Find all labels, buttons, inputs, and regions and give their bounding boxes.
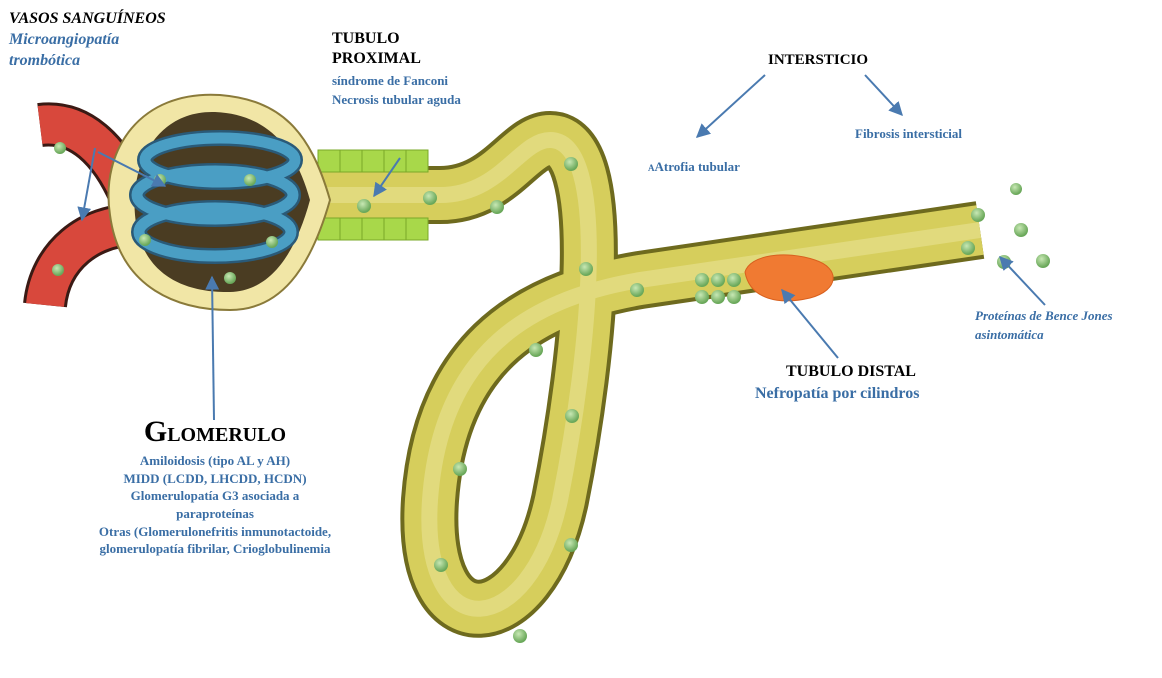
proximal-line2: Necrosis tubular aguda [332,92,461,108]
vasos-line2: trombótica [9,51,80,70]
proximal-line1: síndrome de Fanconi [332,73,448,89]
glomerulo-line-2: MIDD (LCDD, LHCDD, HCDN) [0,470,430,488]
glomerulo-title: GLOMERULO [80,414,350,450]
atrofia-text: Atrofia tubular [655,159,740,174]
glomerulo-line-4: paraproteínas [0,505,430,523]
glomerulo-line-1: Amiloidosis (tipo AL y AH) [0,452,430,470]
distal-line1: Nefropatía por cilindros [755,384,919,403]
cast [745,255,833,301]
arrow-atrofia [697,75,765,137]
vasos-title: VASOS SANGUÍNEOS [9,9,166,28]
arrow-distal [782,290,838,358]
intersticio-title: INTERSTICIO [768,51,868,69]
glomerulus [108,95,330,310]
glomerulo-line-6: glomerulopatía fibrilar, Crioglobulinemi… [0,540,430,558]
atrofia-label: AAtrofia tubular [648,159,740,175]
fibrosis-label: Fibrosis intersticial [855,126,962,142]
glomerulo-line-5: Otras (Glomerulonefritis inmunotactoide, [0,523,430,541]
vasos-line1: Microangiopatía [9,30,119,49]
proximal-title-2: PROXIMAL [332,49,421,68]
distal-title: TUBULO DISTAL [786,362,916,381]
proximal-title-1: TUBULO [332,29,400,48]
glomerulo-title-rest: LOMERULO [167,424,286,446]
glomerulo-line-3: Glomerulopatía G3 asociada a [0,487,430,505]
bence-line2: asintomática [975,327,1044,343]
arrow-fibrosis [865,75,902,115]
bence-line1: Proteínas de Bence Jones [975,308,1113,324]
glomerulo-list: Amiloidosis (tipo AL y AH) MIDD (LCDD, L… [0,452,430,558]
glomerulo-title-initial: G [144,415,167,448]
